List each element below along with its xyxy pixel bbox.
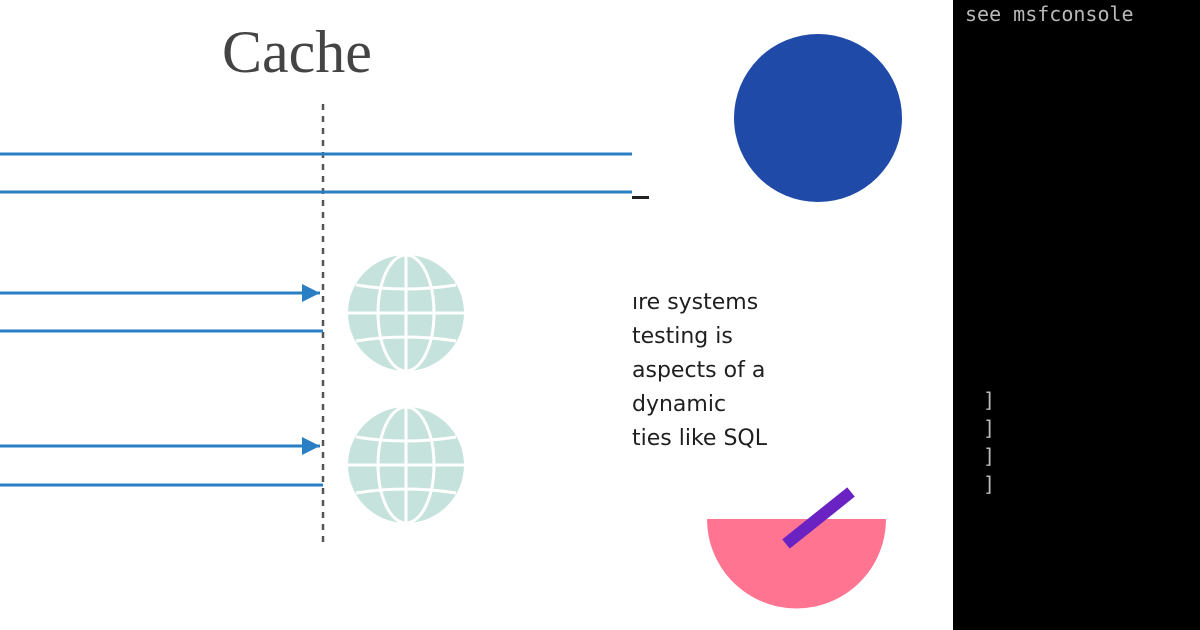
- text-line: dynamic: [632, 392, 727, 417]
- terminal-bracket: ]: [983, 416, 996, 440]
- diagram-graphics: [0, 104, 632, 545]
- globe-icon: [348, 253, 464, 373]
- decor-shapes: [707, 34, 902, 609]
- dash-mark: [632, 196, 649, 199]
- text-line: testing is: [632, 324, 733, 349]
- text-line: ıre systems: [632, 290, 759, 315]
- globe-icon: [348, 405, 464, 525]
- text-snippet: ıre systems testing is aspects of a dyna…: [632, 286, 932, 456]
- purple-stick: [782, 487, 855, 549]
- terminal-bracket: ]: [983, 444, 996, 468]
- diagram-title: Cache: [222, 19, 372, 85]
- pink-semicircle: [707, 519, 886, 609]
- cache-diagram: Cache: [0, 19, 632, 545]
- terminal-bracket: ]: [983, 388, 996, 412]
- text-line: ties like SQL: [632, 426, 767, 451]
- terminal-pane: see msfconsole ] ] ] ]: [953, 0, 1200, 630]
- terminal-line: see msfconsole: [965, 2, 1134, 26]
- terminal-bracket: ]: [983, 472, 996, 496]
- blue-circle: [734, 34, 902, 202]
- text-line: aspects of a: [632, 358, 766, 383]
